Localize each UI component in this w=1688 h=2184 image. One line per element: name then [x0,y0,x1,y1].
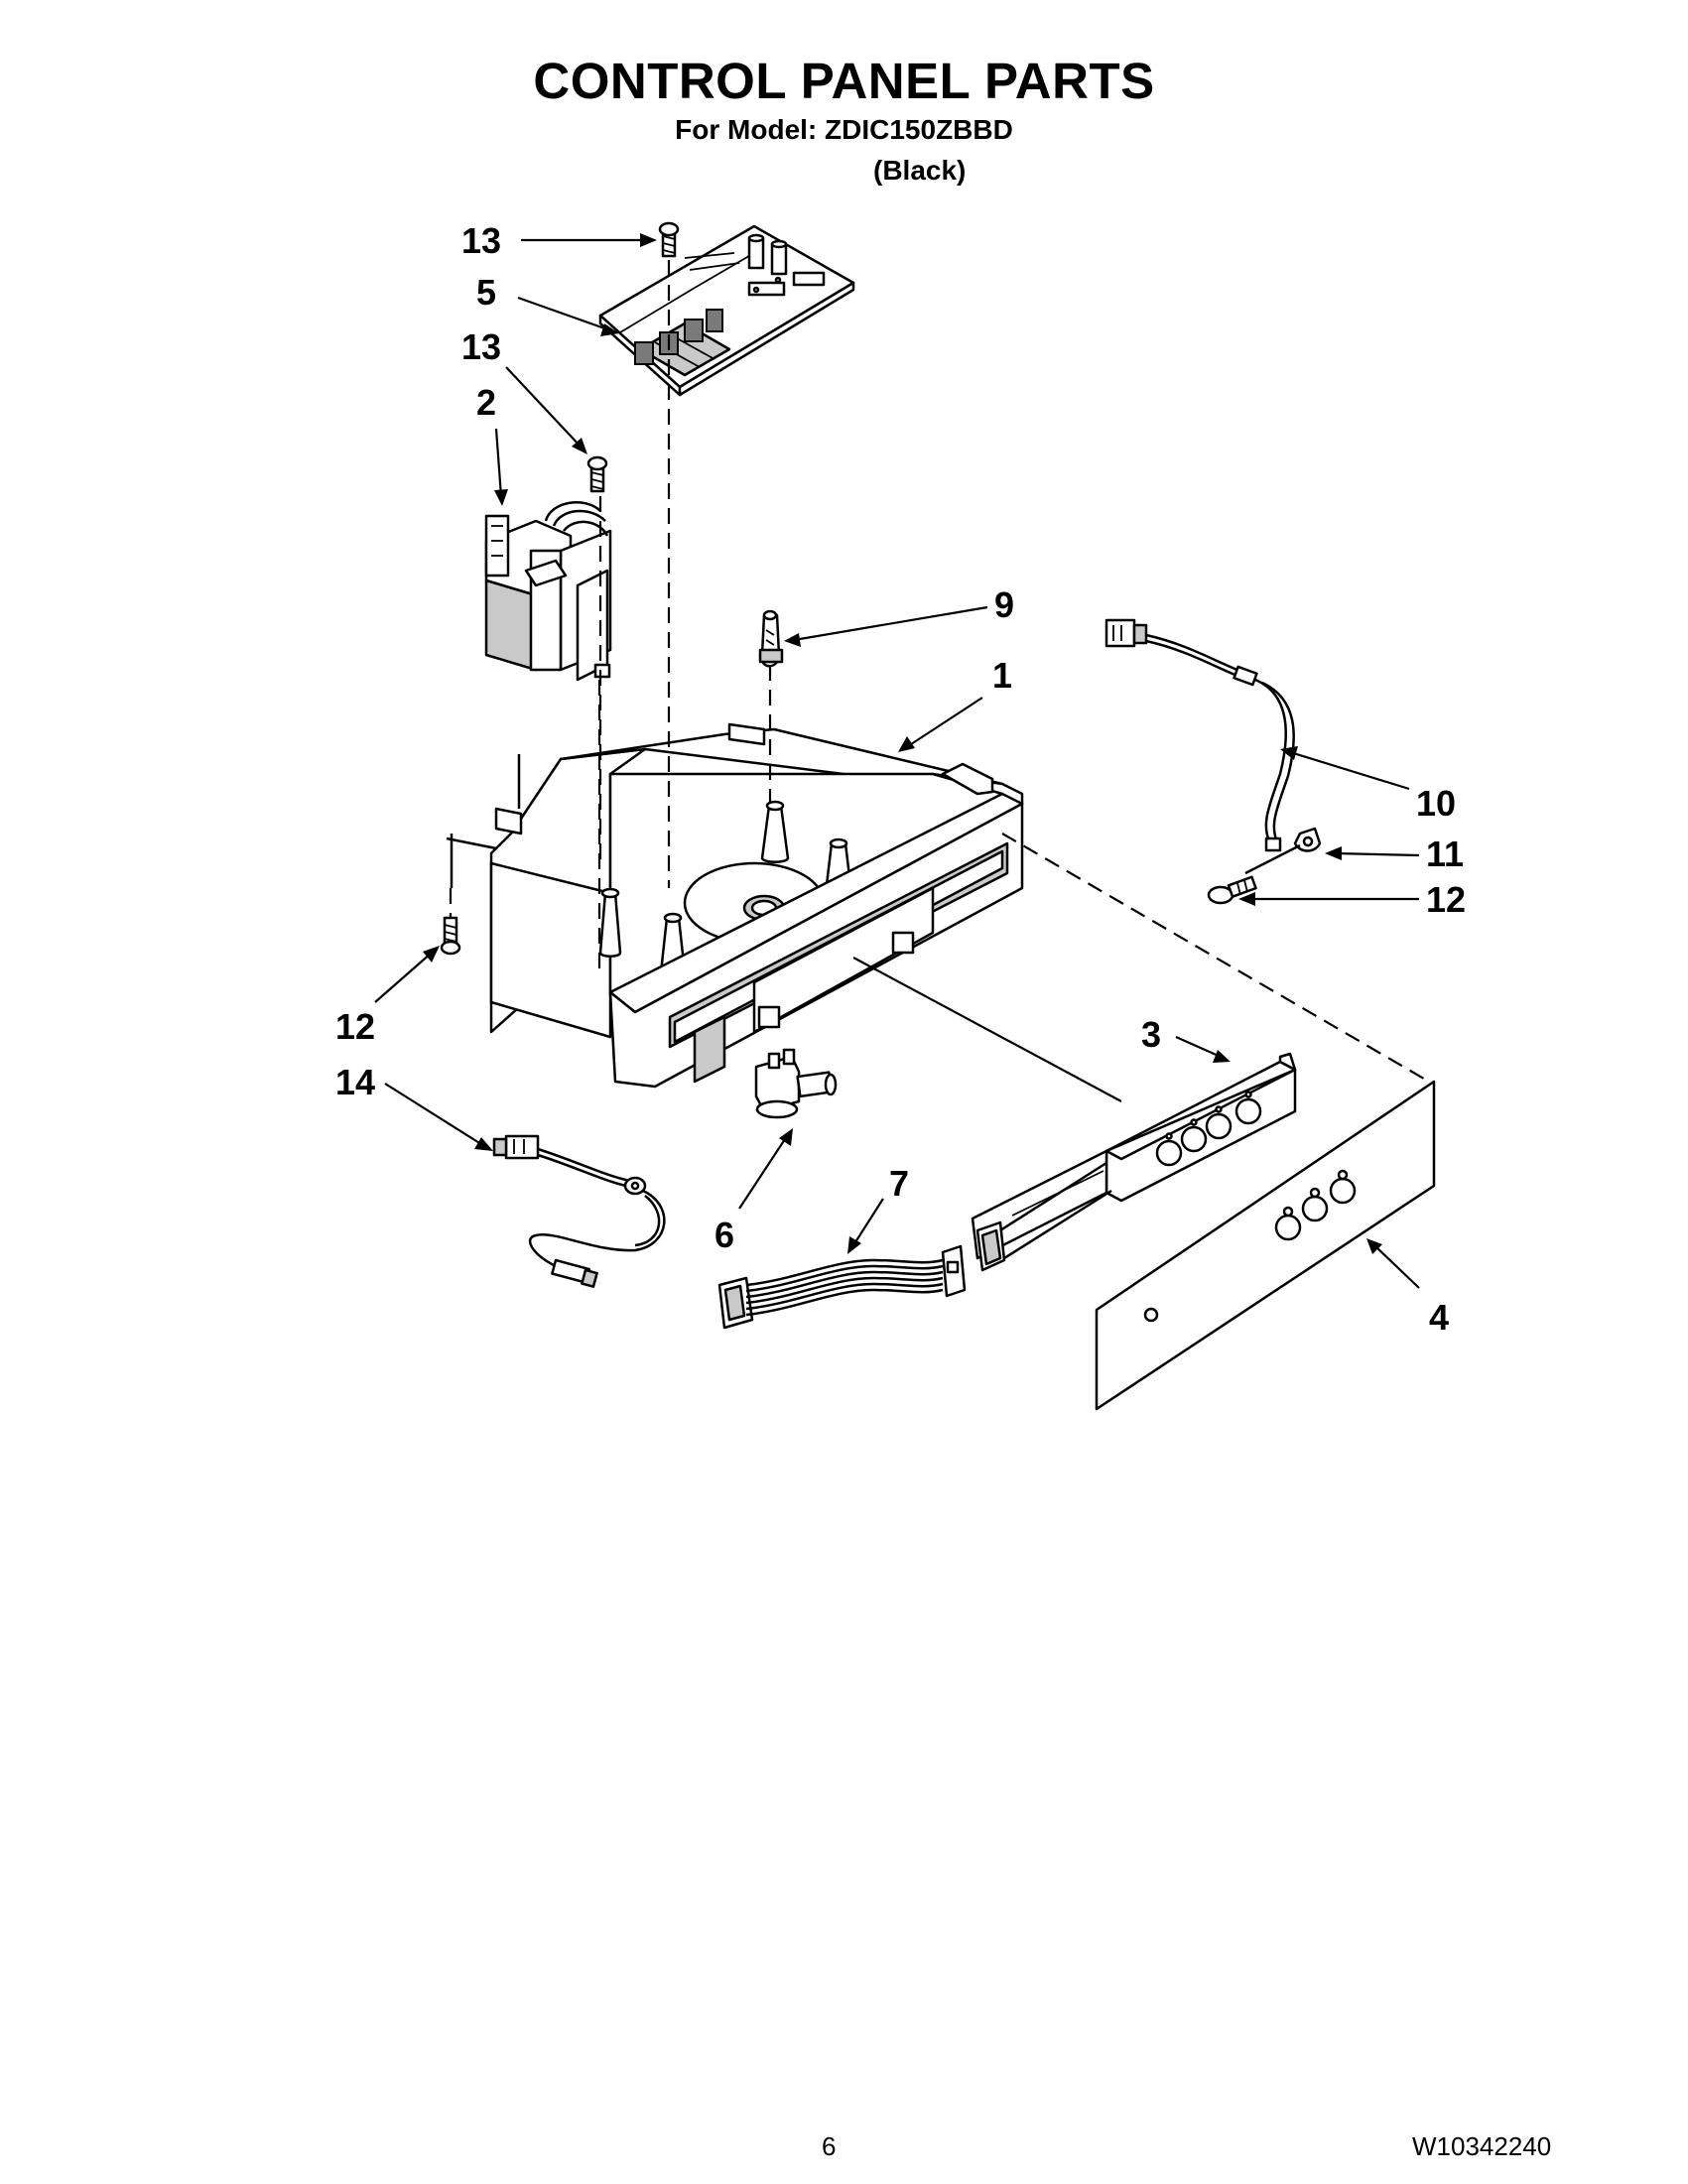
callout-10: 10 [1416,783,1456,824]
callout-5: 5 [476,272,496,313]
document-number: W10342240 [1412,2131,1552,2161]
callout-9: 9 [994,584,1014,625]
page-number: 6 [822,2131,837,2161]
variant-label: (Black) [873,155,967,186]
transformer-part [484,501,612,682]
callout-2: 2 [476,382,496,423]
callout-1: 1 [992,655,1012,696]
sensor-harness-part [492,1134,666,1288]
callout-13-top: 13 [461,220,501,261]
control-board-part [598,224,855,397]
callout-4: 4 [1429,1297,1449,1338]
callout-14: 14 [335,1062,375,1102]
front-panel-part [1095,1080,1436,1411]
switch-part [754,1048,838,1119]
wire-harness-part [1104,618,1295,852]
callout-13-transformer: 13 [461,326,501,367]
callout-7: 7 [889,1163,909,1204]
screw-transformer-part [586,455,608,493]
callout-labels: 13 5 13 2 9 1 10 11 12 12 14 3 6 7 4 [335,220,1466,1338]
callout-12-left: 12 [335,1006,375,1047]
callout-3: 3 [1141,1014,1161,1055]
assembly-lines [449,260,1430,1083]
ribbon-cable-part [717,1161,1112,1330]
screw-left-part [440,916,461,956]
page-title: CONTROL PANEL PARTS [533,53,1155,109]
ground-clip-part [1244,827,1322,875]
screw-right-part [1207,875,1257,905]
callout-6: 6 [714,1215,734,1255]
lamp-part [758,609,784,668]
control-housing-part [446,722,1024,1089]
callout-11: 11 [1426,834,1464,874]
screw-top-part [658,221,680,258]
callout-leaders [374,233,1420,1289]
callout-12-right: 12 [1426,879,1466,920]
model-line: For Model: ZDIC150ZBBD [675,114,1013,145]
